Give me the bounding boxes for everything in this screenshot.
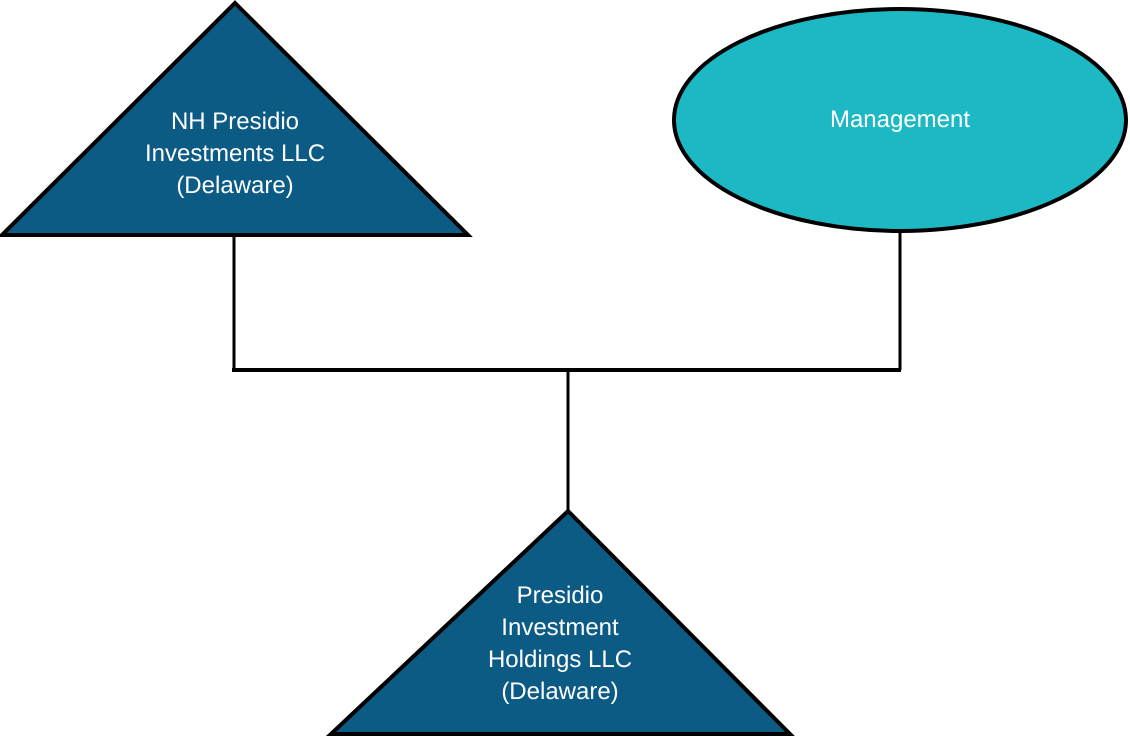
- node-shape-nh-presidio-investments[interactable]: [0, 0, 473, 237]
- node-shape-management[interactable]: [672, 7, 1128, 233]
- node-shape-presidio-investment-holdings[interactable]: [325, 508, 795, 736]
